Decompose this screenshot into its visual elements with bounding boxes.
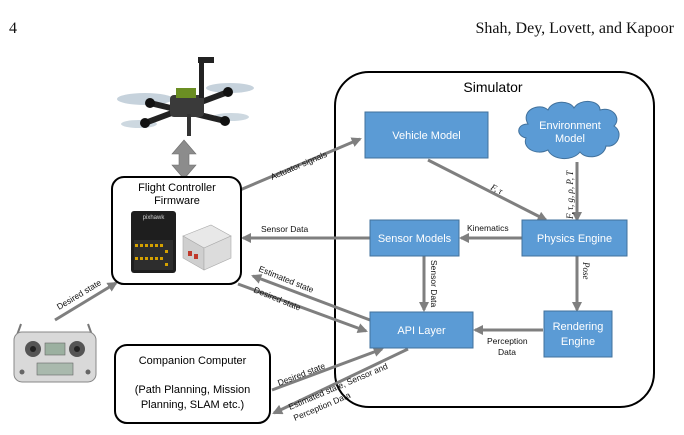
f-tau-arrow xyxy=(427,158,548,222)
desired-state-cc-arrow xyxy=(271,347,384,392)
flight-controller-label-line2: Firmware xyxy=(154,195,200,207)
gps-module-image xyxy=(182,224,232,271)
perception-data-label-line2: Data xyxy=(498,347,516,357)
desired-state-rc-arrow xyxy=(54,281,118,322)
sensor-data-label: Sensor Data xyxy=(261,224,309,234)
running-header-authors: Shah, Dey, Lovett, and Kapoor xyxy=(476,20,675,37)
est-sensor-perception-arrow xyxy=(272,347,409,415)
sensor-models-label: Sensor Models xyxy=(378,233,452,245)
environment-model-label-line1: Environment xyxy=(539,120,601,132)
double-arrow-icon xyxy=(171,139,197,180)
sensor-data-vertical-label: Sensor Data xyxy=(429,260,439,308)
environment-model-cloud: Environment Model xyxy=(518,101,620,159)
physics-engine-block: Physics Engine xyxy=(521,219,628,257)
physics-engine-label: Physics Engine xyxy=(537,233,612,245)
rendering-engine-label-line2: Engine xyxy=(561,336,595,348)
pose-label: Pose xyxy=(581,261,591,280)
api-layer-block: API Layer xyxy=(369,311,474,349)
rendering-engine-label-line1: Rendering xyxy=(553,321,604,333)
companion-computer-title: Companion Computer xyxy=(139,355,247,367)
desired-state-fc-arrow xyxy=(237,282,368,333)
environment-model-label-line2: Model xyxy=(555,133,585,145)
quadcopter-drone-image xyxy=(117,57,254,136)
sensor-models-block: Sensor Models xyxy=(369,219,460,257)
api-layer-label: API Layer xyxy=(397,325,446,337)
page-number: 4 xyxy=(9,20,17,37)
flight-controller-box: Flight Controller Firmware pixhawk xyxy=(111,176,242,285)
flight-controller-label-line1: Flight Controller xyxy=(138,182,216,194)
desired-state-fc-label: Desired state xyxy=(252,285,302,313)
actuator-signals-label: Actuator signals xyxy=(269,149,329,182)
desired-state-cc-label: Desired state xyxy=(276,360,327,387)
actuator-signals-arrow xyxy=(239,137,362,192)
vehicle-model-block: Vehicle Model xyxy=(364,111,489,159)
companion-computer-box: Companion Computer (Path Planning, Missi… xyxy=(114,344,271,424)
estimated-state-arrow xyxy=(251,274,371,322)
rc-transmitter-image xyxy=(13,323,97,383)
simulator-title: Simulator xyxy=(463,79,522,95)
pixhawk-logo-text: pixhawk xyxy=(143,215,166,221)
companion-computer-desc-line2: Planning, SLAM etc.) xyxy=(141,399,244,411)
vehicle-model-label: Vehicle Model xyxy=(392,130,461,142)
kinematics-label: Kinematics xyxy=(467,223,509,233)
pixhawk-board-image: pixhawk xyxy=(131,211,176,273)
rendering-engine-block: Rendering Engine xyxy=(543,310,613,358)
companion-computer-desc-line1: (Path Planning, Mission xyxy=(135,384,251,396)
perception-data-label-line1: Perception xyxy=(487,336,528,346)
environment-variables-label: F, τ, g, ρ, P, T xyxy=(565,170,575,220)
